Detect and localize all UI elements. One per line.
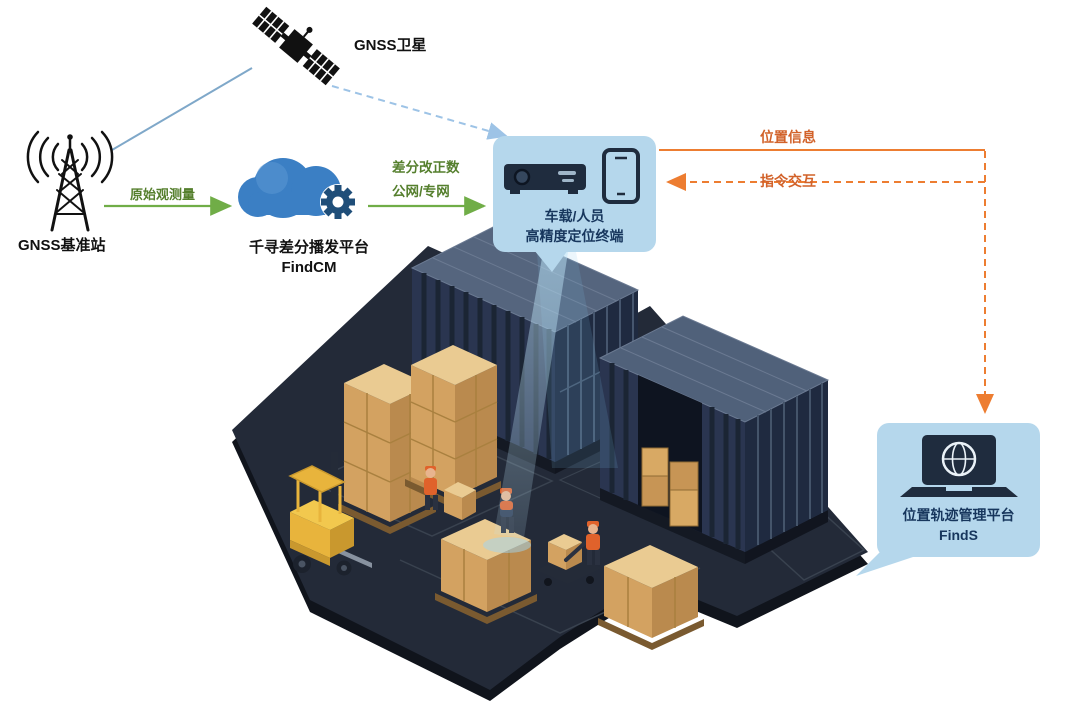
gear-icon — [321, 185, 355, 219]
terminal-label-line2: 高精度定位终端 — [525, 228, 624, 244]
radio-tower-icon — [26, 130, 114, 232]
box-stack-right — [405, 345, 501, 509]
diff-correction-label-line1: 差分改正数 — [392, 160, 460, 175]
diff-correction-label-line2: 公网/专网 — [392, 184, 450, 199]
management-platform-label-line1: 位置轨迹管理平台 — [902, 507, 1015, 523]
globe-icon — [941, 441, 976, 477]
position-info-arrow — [659, 149, 994, 414]
satellite-icon — [252, 6, 340, 86]
cloud-platform-label-line1: 千寻差分播发平台 — [248, 239, 369, 256]
satellite-to-station-line — [111, 67, 253, 151]
laptop-globe-icon — [899, 435, 1018, 497]
cloud-platform-label-line2: FindCM — [281, 259, 337, 276]
position-info-label: 位置信息 — [760, 129, 816, 145]
satellite-to-terminal-line — [331, 85, 508, 140]
smartphone-icon — [601, 148, 640, 204]
positioning-beam — [494, 252, 618, 538]
pallet-stack-right — [598, 545, 704, 650]
management-platform-label-line2: FindS — [939, 527, 978, 543]
base-station-label: GNSS基准站 — [18, 237, 106, 254]
terminal-bubble-tail — [534, 250, 568, 272]
raw-observation-label: 原始观测量 — [130, 187, 196, 202]
warehouse-scene — [232, 225, 868, 701]
worker-1 — [424, 466, 476, 520]
terminal-bubble: 车载/人员 高精度定位终端 — [493, 136, 656, 252]
shipping-container-2-open — [598, 315, 830, 564]
command-interaction-label: 指令交互 — [760, 173, 816, 189]
worker-3 — [586, 521, 600, 565]
cloud-platform-label: 千寻差分播发平台 FindCM — [223, 238, 395, 278]
cloud-gear-icon — [238, 158, 356, 220]
management-platform-bubble: 位置轨迹管理平台 FindS — [877, 423, 1040, 557]
pallet-jack — [536, 534, 602, 586]
terminal-label-line1: 车载/人员 — [544, 208, 605, 224]
gnss-receiver-icon — [503, 164, 586, 194]
satellite-label: GNSS卫星 — [354, 37, 427, 54]
receiver-and-phone-icons — [503, 148, 640, 204]
forklift — [288, 452, 372, 576]
